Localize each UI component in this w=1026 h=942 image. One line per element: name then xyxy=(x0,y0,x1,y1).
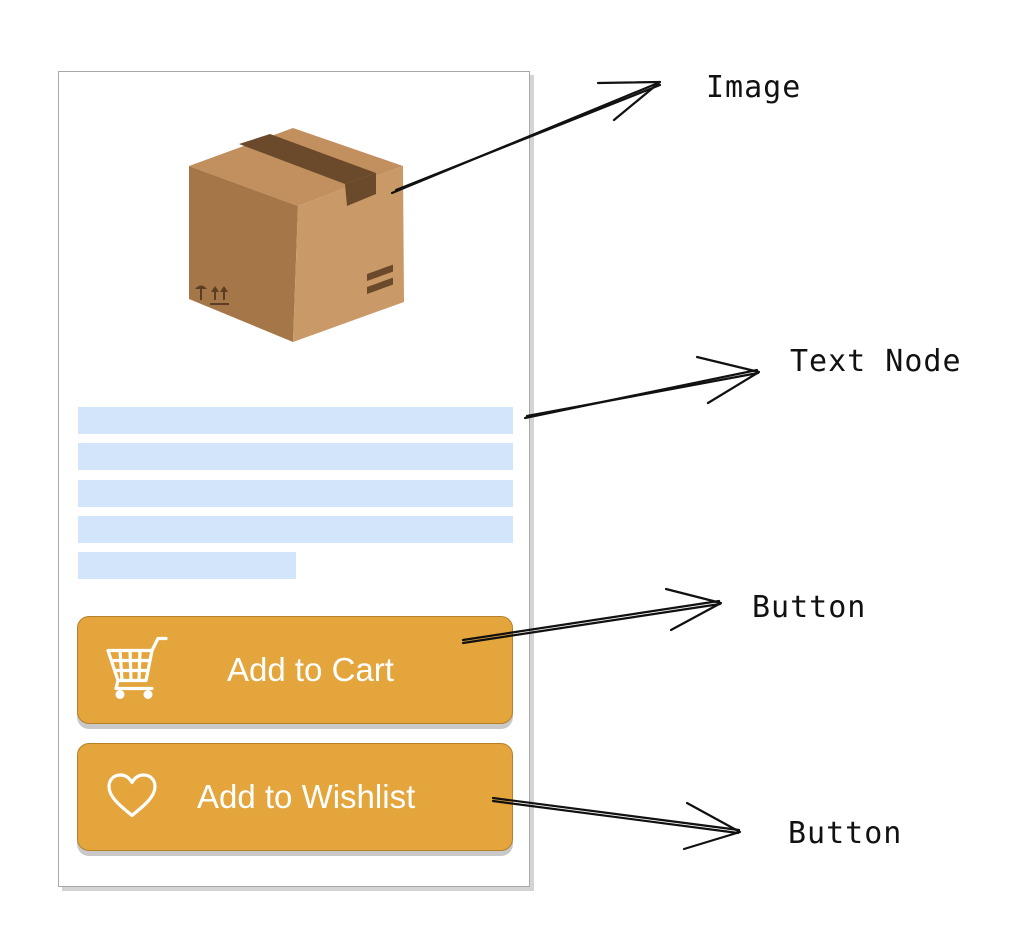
image-annotation-label: Image xyxy=(706,70,802,105)
cardboard-box-icon xyxy=(189,128,404,342)
button-annotation-label-2: Button xyxy=(788,816,903,851)
button-annotation-label-1: Button xyxy=(752,590,867,625)
text-node-annotation-label: Text Node xyxy=(790,344,962,379)
button-annotation-arrow-2 xyxy=(491,796,742,851)
text-placeholder-line xyxy=(78,552,296,579)
add-to-cart-label: Add to Cart xyxy=(227,651,394,688)
heart-outline-icon xyxy=(106,773,158,822)
text-placeholder-line xyxy=(78,480,513,507)
text-placeholder-line xyxy=(78,443,513,470)
add-to-wishlist-button[interactable]: Add to Wishlist xyxy=(77,743,513,851)
shopping-cart-icon xyxy=(106,636,170,704)
product-image xyxy=(183,124,409,346)
add-to-cart-button[interactable]: Add to Cart xyxy=(77,616,513,724)
text-node-annotation-arrow xyxy=(523,355,761,420)
product-card: Add to Cart Add to Wishlist xyxy=(58,71,530,887)
text-placeholder-line xyxy=(78,407,513,434)
add-to-wishlist-label: Add to Wishlist xyxy=(197,778,416,815)
text-placeholder-line xyxy=(78,516,513,543)
